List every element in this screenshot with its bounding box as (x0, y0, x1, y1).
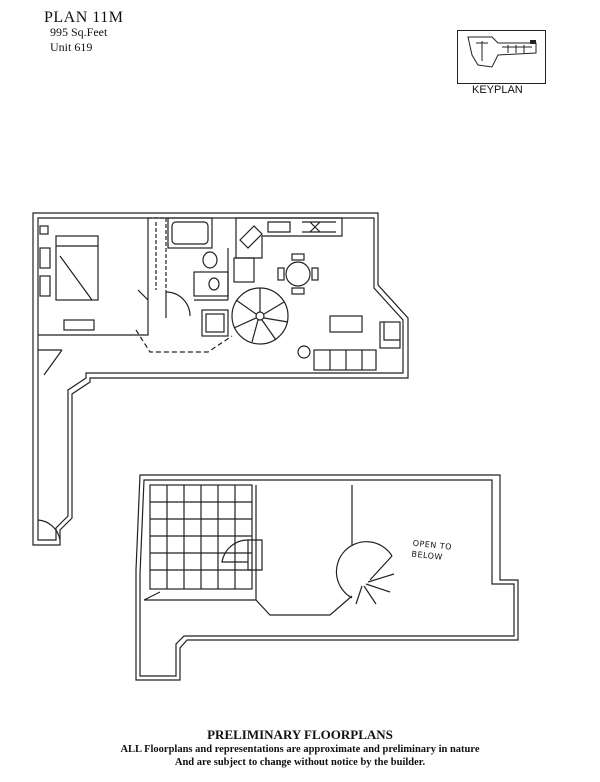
keyplan-diagram (467, 36, 537, 68)
keyplan-box (457, 30, 546, 84)
open-to-below-label: OPEN TO BELOW (411, 538, 453, 562)
footer-heading: PRELIMINARY FLOORPLANS (207, 727, 393, 742)
dining-table (285, 261, 311, 287)
bed (55, 235, 99, 301)
bathtub (167, 217, 213, 249)
kitchen-counter (235, 217, 343, 259)
toilet (202, 251, 218, 269)
armchair (379, 321, 401, 349)
footer-line-2: And are subject to change without notice… (174, 757, 426, 768)
upper-level-outline (135, 474, 519, 681)
sofa (313, 349, 377, 371)
loft-door-swing (221, 539, 249, 563)
keyplan-label: KEYPLAN (472, 84, 523, 96)
plan-unit: Unit 619 (50, 40, 93, 54)
bedroom-walls (38, 218, 149, 336)
plan-area: 995 Sq.Feet (50, 25, 108, 39)
footer: PRELIMINARY FLOORPLANS ALL Floorplans an… (0, 727, 600, 769)
entry-door-swing (37, 519, 61, 541)
upper-spiral-stair (335, 541, 393, 599)
main-level-outline (32, 212, 409, 546)
plan-name: PLAN 11M (44, 9, 124, 26)
coffee-table (329, 315, 363, 333)
footer-line-1: ALL Floorplans and representations are a… (120, 744, 480, 755)
bath-door-swing (165, 291, 191, 317)
plan-header: PLAN 11M 995 Sq.Feet Unit 619 (44, 10, 123, 55)
